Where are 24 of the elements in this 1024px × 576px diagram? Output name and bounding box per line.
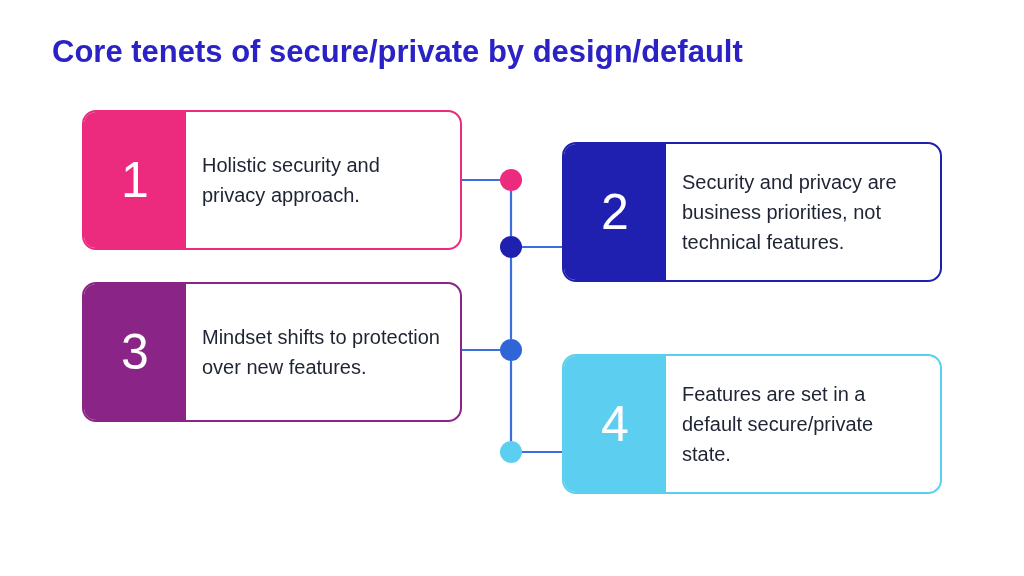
timeline-dot: [500, 441, 522, 463]
tenet-text: Holistic security and privacy approach.: [202, 153, 381, 208]
connector-line: [509, 361, 513, 441]
tenet-card: [562, 354, 942, 494]
timeline-dot: [500, 236, 522, 258]
step-number: 3: [121, 327, 149, 377]
tenet-text: Security and privacy are business priorities, not technical features.: [682, 170, 898, 255]
timeline-dot: [500, 339, 522, 361]
tenet-text: Mindset shifts to protection over new features.: [202, 325, 441, 380]
connector-line: [522, 245, 562, 249]
connector-line: [509, 191, 513, 236]
step-number: 1: [121, 155, 149, 205]
connector-line: [462, 348, 500, 352]
tenet-text: Features are set in a default secure/private state.: [682, 382, 875, 467]
step-number: 4: [601, 399, 629, 449]
timeline-dot: [500, 169, 522, 191]
tenet-card: [562, 142, 942, 282]
tenet-card: [82, 282, 462, 422]
step-number: 2: [601, 187, 629, 237]
slide-title: Core tenets of secure/private by design/default: [52, 34, 743, 70]
connector-line: [509, 258, 513, 339]
tenet-card: [82, 110, 462, 250]
connector-line: [522, 450, 562, 454]
connector-line: [462, 178, 500, 182]
